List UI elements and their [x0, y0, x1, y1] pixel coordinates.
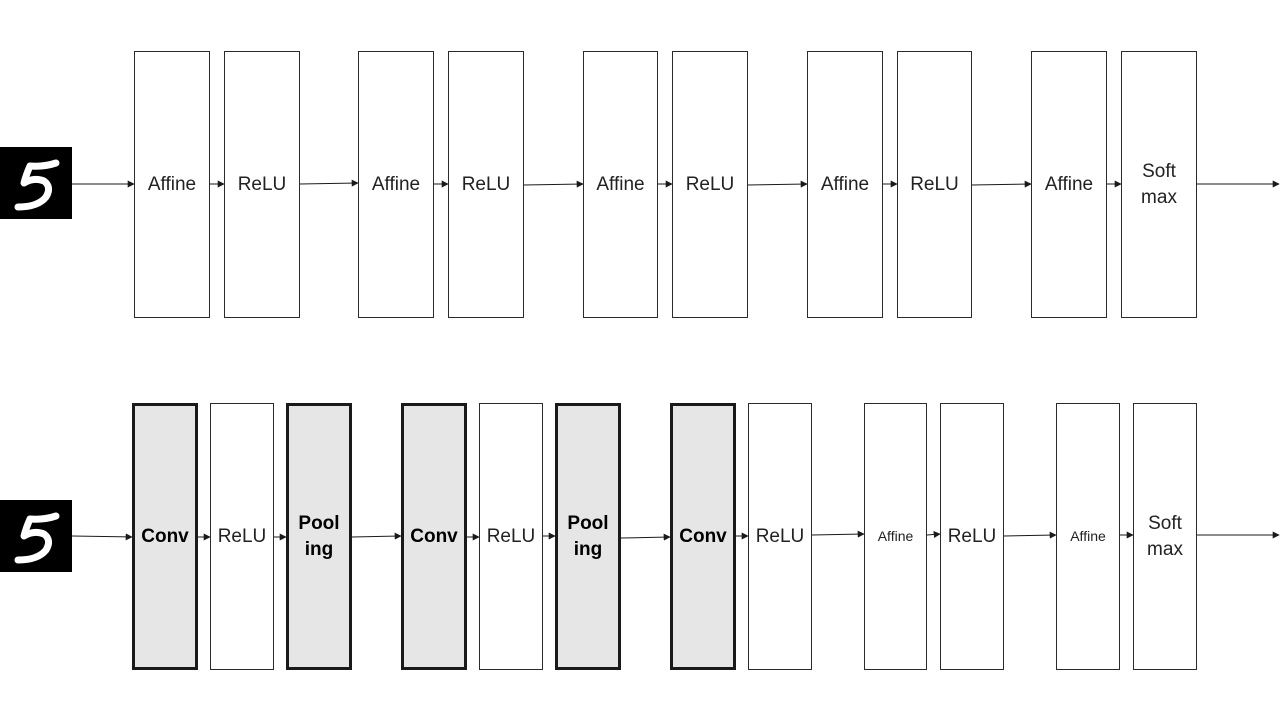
bottom-layer-label: ReLU [217, 525, 267, 547]
top-layer-label: Affine [596, 173, 645, 195]
bottom-layer-conv-1: Conv [132, 403, 198, 670]
handwritten-digit-five-icon [14, 512, 60, 564]
top-layer-affine-3: Affine [583, 51, 658, 318]
handwritten-digit-five-icon [14, 159, 60, 211]
arrow-line [747, 180, 808, 188]
bottom-layer-label: Soft max [1147, 512, 1183, 560]
bottom-layer-conv-2: Conv [401, 403, 467, 670]
bottom-layer-label: ReLU [947, 525, 997, 547]
bottom-layer-relu-3: ReLU [748, 403, 812, 670]
top-layer-relu-4: ReLU [897, 51, 972, 318]
top-layer-label: Affine [820, 173, 870, 195]
bottom-layer-label: Conv [679, 525, 727, 547]
arrow-line [1003, 531, 1057, 539]
bottom-layer-label: Conv [141, 525, 189, 547]
top-layer-affine-2: Affine [358, 51, 434, 318]
top-layer-label: ReLU [685, 173, 735, 195]
bottom-layer-label: ReLU [755, 525, 805, 547]
top-layer-label: ReLU [461, 173, 511, 195]
bottom-layer-relu-1: ReLU [210, 403, 274, 670]
arrow-line [811, 530, 865, 538]
top-layer-relu-2: ReLU [448, 51, 524, 318]
bottom-layer-affine-1: Affine [864, 403, 927, 670]
top-layer-affine-1: Affine [134, 51, 210, 318]
top-layer-softmax: Soft max [1121, 51, 1197, 318]
bottom-layer-affine-2: Affine [1056, 403, 1120, 670]
top-layer-affine-5: Affine [1031, 51, 1107, 318]
bottom-layer-relu-4: ReLU [940, 403, 1004, 670]
top-layer-label: Affine [371, 173, 421, 195]
bottom-layer-conv-3: Conv [670, 403, 736, 670]
top-layer-relu-3: ReLU [672, 51, 748, 318]
bottom-layer-relu-2: ReLU [479, 403, 543, 670]
top-layer-label: ReLU [237, 173, 287, 195]
input-digit-image-bottom [0, 500, 72, 572]
bottom-layer-pooling-1: Pool ing [286, 403, 352, 670]
arrow-line [351, 532, 402, 540]
input-digit-image-top [0, 147, 72, 219]
bottom-layer-label: Conv [410, 525, 458, 547]
arrow-line [299, 179, 359, 187]
bottom-layer-label: ReLU [486, 525, 536, 547]
bottom-layer-label: Pool ing [567, 512, 609, 560]
bottom-layer-label: Pool ing [298, 512, 340, 560]
arrow-line [926, 530, 941, 538]
bottom-layer-label: Affine [1070, 528, 1106, 545]
top-layer-affine-4: Affine [807, 51, 883, 318]
arrow-line [971, 180, 1032, 188]
bottom-layer-label: Affine [877, 528, 914, 545]
top-layer-relu-1: ReLU [224, 51, 300, 318]
arrow-line [523, 180, 584, 188]
top-layer-label: Soft max [1141, 160, 1177, 208]
bottom-layer-pooling-2: Pool ing [555, 403, 621, 670]
arrow-line [620, 533, 671, 541]
top-layer-label: Affine [1044, 173, 1094, 195]
arrow-line [71, 533, 133, 541]
top-layer-label: Affine [147, 173, 197, 195]
bottom-layer-softmax: Soft max [1133, 403, 1197, 670]
top-layer-label: ReLU [910, 173, 959, 195]
